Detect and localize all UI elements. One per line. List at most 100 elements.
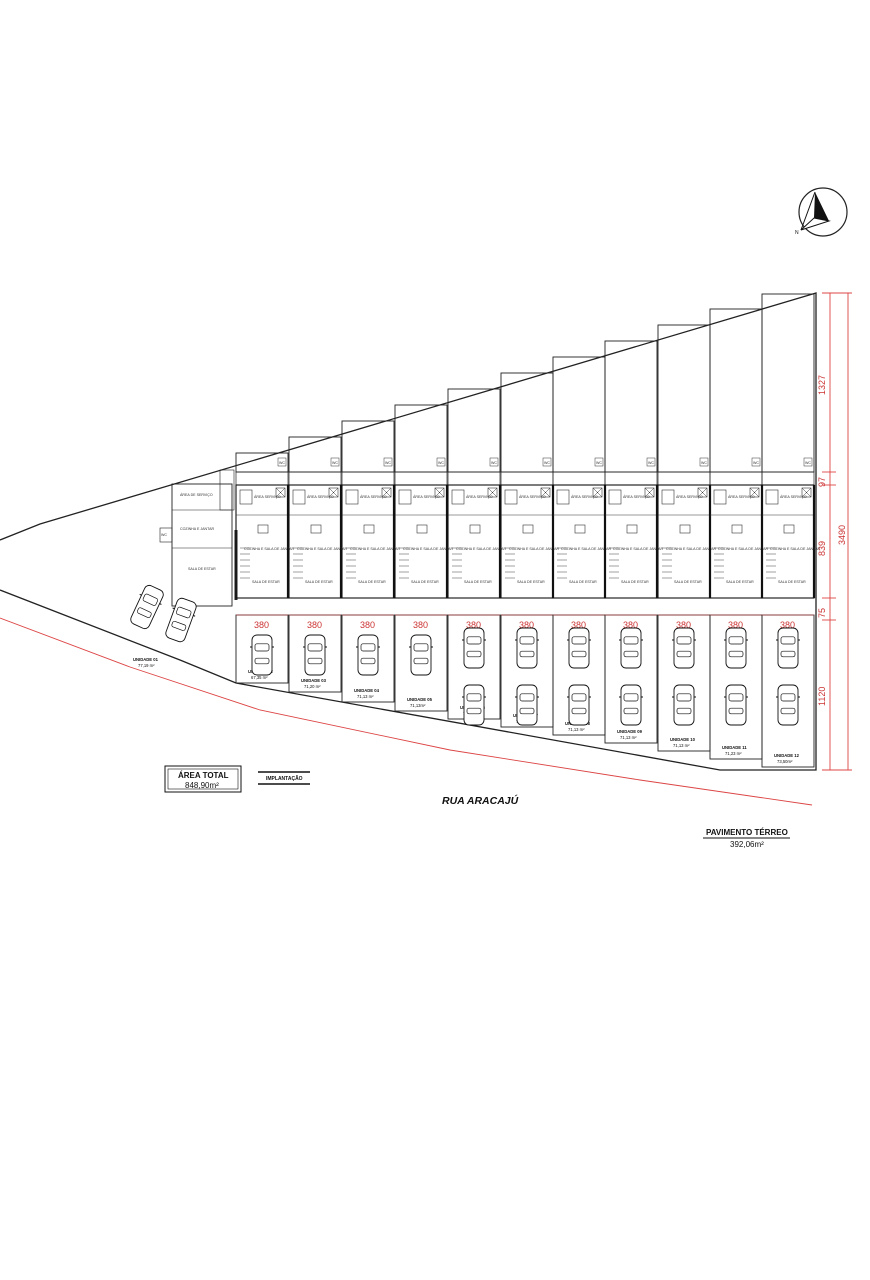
wc-label: WC bbox=[544, 461, 550, 465]
unit-column: ÁREA SERVIÇO COZINHA E SALA DE JANTAR SALA… bbox=[235, 452, 294, 684]
unit-area: 71,23 m² bbox=[725, 751, 742, 756]
area-total-title: ÁREA TOTAL bbox=[178, 771, 229, 780]
area-servico-label: ÁREA SERVIÇO bbox=[728, 495, 755, 499]
svg-text:N: N bbox=[795, 230, 799, 236]
frontage-dimension: 380 bbox=[466, 620, 481, 630]
frontage-dimension: 380 bbox=[780, 620, 795, 630]
frontage-dimension: 380 bbox=[571, 620, 586, 630]
car-icon bbox=[776, 684, 800, 726]
car-icon bbox=[619, 627, 643, 669]
car-icon bbox=[619, 684, 643, 726]
area-servico-label: ÁREA SERVIÇO bbox=[360, 495, 387, 499]
car-icon bbox=[515, 627, 539, 669]
unit-column: ÁREA SERVIÇO COZINHA E SALA DE JANTAR SALA… bbox=[761, 293, 820, 768]
sala-estar-label: SALA DE ESTAR bbox=[305, 580, 333, 584]
frontage-dimension: 380 bbox=[623, 620, 638, 630]
unit-label: UNIDADE 11 bbox=[722, 745, 747, 750]
sala-estar-label: SALA DE ESTAR bbox=[358, 580, 386, 584]
frontage-dimension: 380 bbox=[254, 620, 269, 630]
frontage-dimension: 380 bbox=[307, 620, 322, 630]
unit-label-01: UNIDADE 01 bbox=[133, 657, 159, 662]
frontage-dimension: 380 bbox=[413, 620, 428, 630]
unit-area: 67,35 m² bbox=[251, 675, 268, 680]
wc-label: WC bbox=[596, 461, 602, 465]
area-servico-label: ÁREA SERVIÇO bbox=[519, 495, 546, 499]
car-icon bbox=[672, 684, 696, 726]
area-servico-label: ÁREA SERVIÇO bbox=[307, 495, 334, 499]
area-servico-label: ÁREA SERVIÇO bbox=[254, 495, 281, 499]
unit-area: 71,20 m² bbox=[304, 684, 321, 689]
car-icon bbox=[303, 634, 327, 676]
car-icon bbox=[515, 684, 539, 726]
car-icon bbox=[567, 627, 591, 669]
implantacao-text: IMPLANTAÇÃO bbox=[266, 775, 303, 782]
area-servico-label: ÁREA SERVIÇO bbox=[676, 495, 703, 499]
area-servico-label: ÁREA SERVIÇO bbox=[466, 495, 493, 499]
wc-label: WC bbox=[648, 461, 654, 465]
cozinha-jantar-label: COZINHA E SALA DE JANTAR bbox=[666, 547, 716, 551]
sala-estar-label: SALA DE ESTAR bbox=[778, 580, 806, 584]
car-icon bbox=[356, 634, 380, 676]
wc-label: WC bbox=[491, 461, 497, 465]
car-icon bbox=[130, 584, 164, 630]
sala-estar-label: SALA DE ESTAR bbox=[252, 580, 280, 584]
sala-estar-label: SALA DE ESTAR bbox=[726, 580, 754, 584]
unit-label: UNIDADE 12 bbox=[774, 753, 800, 758]
area-servico-label: ÁREA SERVIÇO bbox=[413, 495, 440, 499]
dim-segment-2: 97 bbox=[817, 477, 827, 487]
car-icon bbox=[165, 597, 197, 643]
pavimento-title: PAVIMENTO TÉRREO bbox=[706, 828, 788, 837]
dim-segment-4: 75 bbox=[817, 608, 827, 618]
pavimento-terreo-box: PAVIMENTO TÉRREO 392,06m² bbox=[703, 828, 790, 849]
unit-label: UNIDADE 03 bbox=[301, 678, 327, 683]
lot-boundary bbox=[0, 292, 817, 806]
car-icon bbox=[567, 684, 591, 726]
units-layer: ÁREA SERVIÇO COZINHA E SALA DE JANTAR SALA… bbox=[235, 293, 820, 768]
area-servico-label: ÁREA SERVIÇO bbox=[780, 495, 807, 499]
car-icon bbox=[672, 627, 696, 669]
unit1-area-servico-label: ÁREA DE SERVIÇO bbox=[180, 493, 213, 497]
cozinha-jantar-label: COZINHA E SALA DE JANTAR bbox=[509, 547, 559, 551]
frontage-dimension: 380 bbox=[519, 620, 534, 630]
cozinha-jantar-label: COZINHA E SALA DE JANTAR bbox=[561, 547, 611, 551]
wc-label: WC bbox=[753, 461, 759, 465]
wc-label: WC bbox=[279, 461, 285, 465]
dim-segment-3: 839 bbox=[817, 541, 827, 556]
cozinha-jantar-label: COZINHA E SALA DE JANTAR bbox=[244, 547, 294, 551]
cozinha-jantar-label: COZINHA E SALA DE JANTAR bbox=[403, 547, 453, 551]
sala-estar-label: SALA DE ESTAR bbox=[674, 580, 702, 584]
wc-label: WC bbox=[385, 461, 391, 465]
car-icon bbox=[462, 684, 486, 726]
car-icon bbox=[724, 684, 748, 726]
street-name: RUA ARACAJÚ bbox=[442, 794, 519, 807]
cozinha-jantar-label: COZINHA E SALA DE JANTAR bbox=[718, 547, 768, 551]
cozinha-jantar-label: COZINHA E SALA DE JANTAR bbox=[770, 547, 820, 551]
unit1-sala-label: SALA DE ESTAR bbox=[188, 567, 216, 571]
unit-label: UNIDADE 04 bbox=[354, 688, 380, 693]
dim-segment-5: 1120 bbox=[817, 687, 827, 706]
unit-area-01: 77,19 m² bbox=[138, 663, 155, 668]
sala-estar-label: SALA DE ESTAR bbox=[411, 580, 439, 584]
cozinha-jantar-label: COZINHA E SALA DE JANTAR bbox=[456, 547, 506, 551]
unit-column: ÁREA SERVIÇO COZINHA E SALA DE JANTAR SALA… bbox=[394, 404, 453, 712]
area-total-value: 848,90m² bbox=[185, 781, 219, 790]
car-icon bbox=[724, 627, 748, 669]
parking-cars bbox=[130, 584, 800, 726]
sala-estar-label: SALA DE ESTAR bbox=[569, 580, 597, 584]
wc-label: WC bbox=[701, 461, 707, 465]
wc-label: WC bbox=[438, 461, 444, 465]
frontage-dimension: 380 bbox=[676, 620, 691, 630]
wc-label: WC bbox=[805, 461, 811, 465]
unit-label: UNIDADE 10 bbox=[670, 737, 696, 742]
unit-area: 71,13 m² bbox=[568, 727, 585, 732]
dim-total: 3490 bbox=[837, 525, 847, 545]
cozinha-jantar-label: COZINHA E SALA DE JANTAR bbox=[613, 547, 663, 551]
pavimento-value: 392,06m² bbox=[730, 840, 764, 849]
frontage-dimension: 380 bbox=[728, 620, 743, 630]
